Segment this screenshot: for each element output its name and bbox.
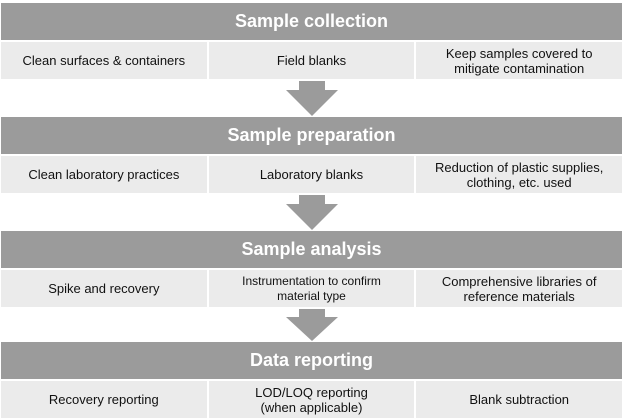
stage-item: Field blanks — [208, 42, 415, 79]
stage-title: Sample analysis — [1, 231, 622, 268]
stage-item: Blank subtraction — [416, 381, 623, 418]
stage-item: LOD/LOQ reporting(when applicable) — [208, 381, 415, 418]
stage-item: Laboratory blanks — [208, 156, 415, 193]
stage-title: Data reporting — [1, 342, 622, 379]
down-arrow-icon — [286, 309, 338, 341]
stage-item: Clean laboratory practices — [1, 156, 207, 193]
stage-title: Sample collection — [1, 3, 622, 40]
stage-item: Recovery reporting — [1, 381, 207, 418]
down-arrow-icon — [286, 195, 338, 230]
stage-item: Clean surfaces & containers — [1, 42, 207, 79]
stage-item: Spike and recovery — [1, 270, 207, 307]
down-arrow-icon — [286, 81, 338, 116]
stage-item: Reduction of plastic supplies,clothing, … — [416, 156, 623, 193]
stage-title: Sample preparation — [1, 117, 622, 154]
